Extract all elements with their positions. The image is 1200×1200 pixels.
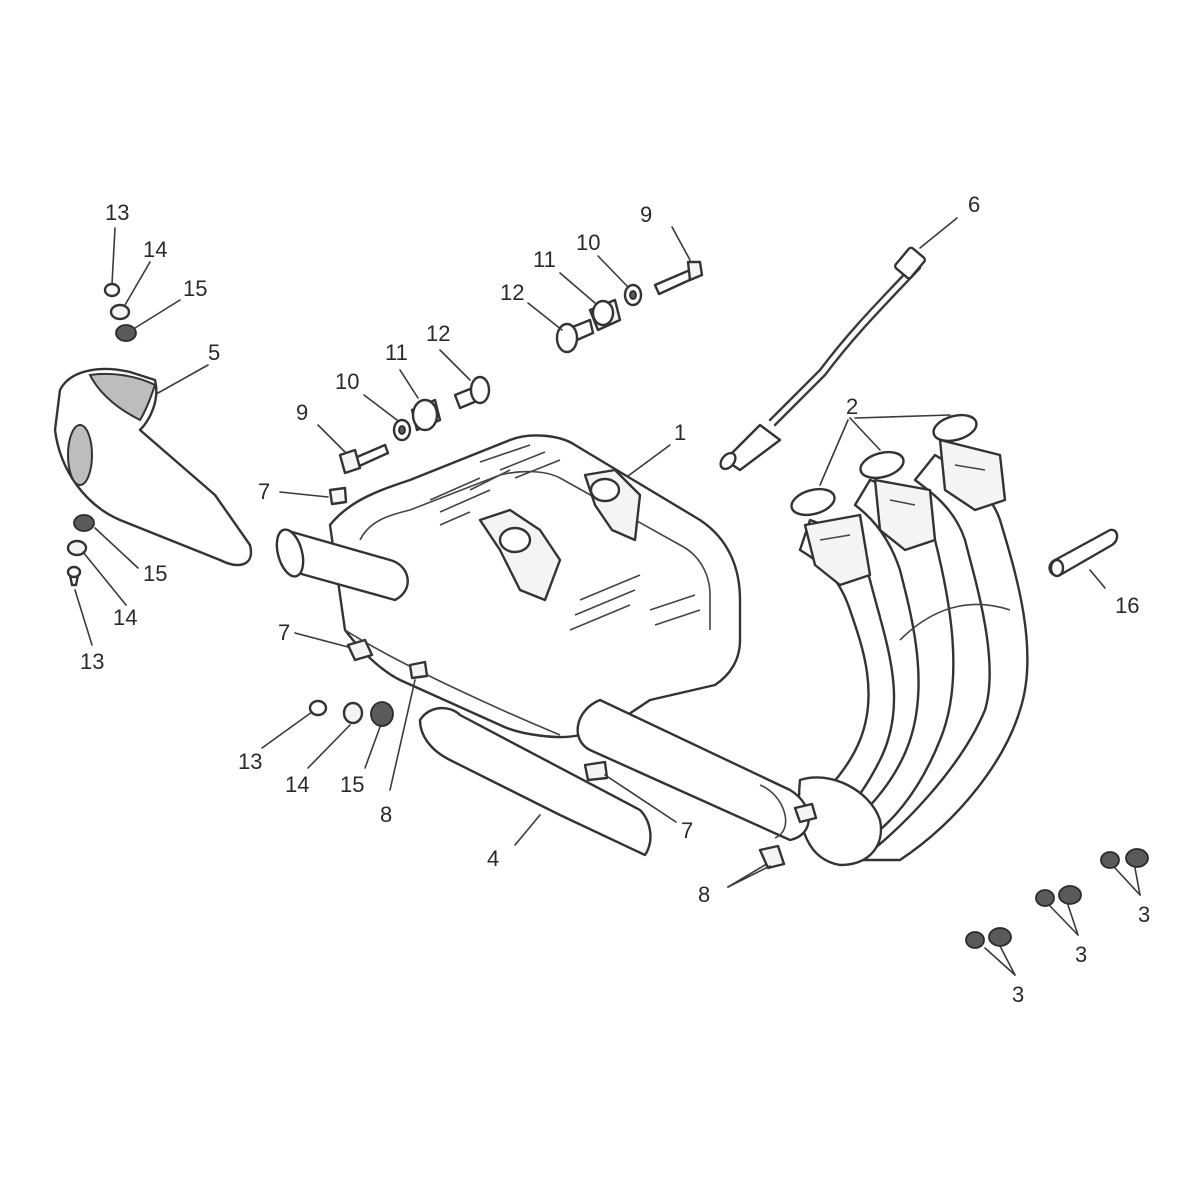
callout-7a: 7 [258, 479, 270, 504]
callout-2: 2 [846, 394, 858, 419]
leader-lines [74, 217, 1141, 976]
callout-15b: 15 [143, 561, 167, 586]
callout-10: 10 [576, 230, 600, 255]
callout-14: 14 [143, 237, 167, 262]
callout-labels: 13 14 15 5 9 10 11 12 6 12 11 10 9 1 2 7… [80, 192, 1150, 1007]
callout-5: 5 [208, 340, 220, 365]
callout-9b: 9 [296, 400, 308, 425]
callout-13: 13 [105, 200, 129, 225]
callout-6: 6 [968, 192, 980, 217]
callout-3b: 3 [1075, 942, 1087, 967]
lambda-sensor [719, 246, 926, 472]
callout-12b: 12 [426, 321, 450, 346]
callout-1: 1 [674, 420, 686, 445]
callout-8b: 8 [698, 882, 710, 907]
header-pipes [797, 438, 1029, 867]
gaskets [790, 413, 978, 517]
callout-9: 9 [640, 202, 652, 227]
callout-12: 12 [500, 280, 524, 305]
callout-11b: 11 [385, 340, 408, 365]
callout-7b: 7 [278, 620, 290, 645]
callout-3c: 3 [1012, 982, 1024, 1007]
callout-7c: 7 [681, 818, 693, 843]
clips [328, 486, 818, 870]
callout-10b: 10 [335, 369, 359, 394]
callout-11: 11 [533, 247, 556, 272]
mount-hardware-lower [338, 375, 491, 475]
callout-14c: 14 [285, 772, 309, 797]
callout-13b: 13 [80, 649, 104, 674]
callout-15c: 15 [340, 772, 364, 797]
callout-8a: 8 [380, 802, 392, 827]
pin [1048, 528, 1119, 578]
callout-16: 16 [1115, 593, 1139, 618]
header-nuts [965, 848, 1149, 949]
fixings-top-left [103, 282, 137, 342]
callout-14b: 14 [113, 605, 137, 630]
fixings-bottom [308, 699, 394, 727]
callout-4: 4 [487, 846, 499, 871]
muffler-body [275, 434, 810, 842]
fixings-left [66, 514, 95, 587]
end-cap-shield [53, 367, 253, 567]
heat-shield-lower [418, 706, 652, 857]
callout-3a: 3 [1138, 902, 1150, 927]
mount-hardware-upper [555, 260, 704, 354]
callout-13c: 13 [238, 749, 262, 774]
callout-15: 15 [183, 276, 207, 301]
